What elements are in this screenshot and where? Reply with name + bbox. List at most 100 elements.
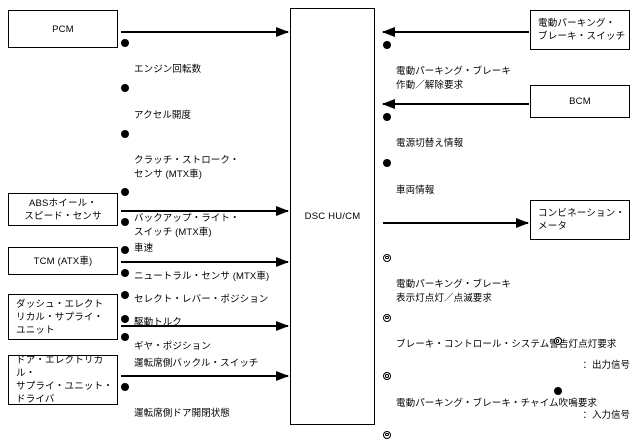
signal-item: 運転席側バックル・スイッチ: [121, 330, 296, 371]
signal-list-abs-inputs: 車速: [121, 215, 289, 256]
source-box-dash-electrical-supply-unit-label: ダッシュ・エレクト リカル・サプライ・ ユニット: [16, 298, 104, 336]
arrowhead-icon: [276, 257, 289, 268]
double-circle-icon: [383, 430, 391, 439]
signal-list-tcm-inputs: セレクト・レバー・ポジション ギヤ・ポジション: [121, 266, 296, 353]
filled-circle-icon: [121, 187, 129, 196]
legend-label: ：入力信号: [582, 410, 630, 421]
signal-label: 運転席側バックル・スイッチ: [134, 358, 259, 369]
legend-row-input-signal: ：入力信号: [553, 385, 630, 435]
arrow-abs-to-dsc: [121, 206, 289, 217]
signal-label: 電動パーキング・ブレーキ・チャイム吹鳴要求: [396, 397, 598, 409]
filled-circle-icon: [121, 315, 129, 323]
signal-label: クラッチ・ストローク・ センサ (MTX車): [134, 155, 240, 180]
signal-item: 電動パーキング・ブレーキ・チャイム吹鳴要求: [383, 370, 635, 411]
double-circle-icon: [383, 253, 391, 262]
source-box-abs-wheel-speed-sensor-label: ABSホイール・ スピード・センサ: [24, 197, 102, 222]
center-unit-dsc-hu-cm: DSC HU/CM: [290, 8, 375, 425]
filled-circle-icon: [383, 159, 391, 167]
signal-label: ブレーキ・コントロール・システム警告灯点灯要求: [396, 339, 617, 350]
signal-item: 電源切替え情報: [383, 110, 543, 151]
source-box-bcm-label: BCM: [569, 96, 591, 107]
arrow-pcm-to-dsc: [121, 27, 289, 38]
source-box-pcm-label: PCM: [52, 23, 74, 35]
legend-label: ：出力信号: [582, 360, 630, 371]
signal-item: エンジン回転数: [121, 36, 289, 77]
filled-circle-icon: [121, 129, 129, 138]
filled-circle-icon: [121, 38, 129, 47]
filled-circle-icon: [121, 332, 129, 341]
signal-item: バックアップ・ライト・ スイッチ (MTX車): [121, 185, 289, 239]
filled-circle-icon: [383, 112, 391, 121]
signal-item: 駆動トルク: [121, 289, 289, 330]
signal-item: クラッチ・ストローク・ センサ (MTX車): [121, 127, 289, 181]
signal-label: バックアップ・ライト・ スイッチ (MTX車): [134, 213, 240, 238]
arrowhead-icon: [276, 27, 289, 38]
target-box-combination-meter-label: コンビネーション・ メータ: [538, 208, 626, 232]
arrow-tcm-to-dsc: [121, 257, 289, 268]
filled-circle-icon: [121, 268, 129, 277]
signal-item: ギヤ・ポジション: [121, 313, 296, 354]
filled-circle-icon: [553, 387, 562, 395]
signal-item: 電動パーキング・ブレーキ 表示灯点灯／点滅要求: [383, 251, 635, 305]
signal-list-door-unit-inputs: 運転席側ドア開閉状態: [121, 380, 296, 421]
signal-label: エンジン回転数: [134, 64, 202, 75]
signal-item: ブレーキ・コントロール・システム警告灯点灯要求: [383, 311, 635, 352]
signal-label: 電動パーキング・ブレーキ 表示灯点灯／点滅要求: [396, 279, 511, 304]
signal-label: ギヤ・ポジション: [134, 340, 211, 352]
signal-label: 駆動トルク: [134, 316, 183, 328]
center-unit-label: DSC HU/CM: [304, 211, 361, 222]
source-box-dash-electrical-supply-unit: ダッシュ・エレクト リカル・サプライ・ ユニット: [8, 294, 118, 340]
source-box-electric-parking-brake-switch: 電動パーキング・ ブレーキ・スイッチ: [530, 10, 630, 50]
double-circle-icon: [383, 372, 391, 380]
arrow-dash-unit-to-dsc: [121, 321, 289, 332]
signal-label: 車両情報: [396, 184, 435, 196]
arrow-bcm-to-dsc: [382, 99, 529, 110]
signal-label: セレクト・レバー・ポジション: [134, 294, 269, 305]
source-box-door-electrical-supply-unit-driver-label: ドア・エレクトリカル・ サプライ・ユニット・ ドライバ: [16, 355, 114, 405]
source-box-tcm: TCM (ATX車): [8, 247, 118, 275]
arrow-epb-switch-to-dsc: [382, 27, 529, 38]
filled-circle-icon: [383, 40, 391, 49]
arrow-dsc-to-combination-meter: [383, 218, 529, 229]
signal-label: アクセル開度: [134, 109, 192, 121]
arrow-door-unit-to-dsc: [121, 371, 289, 382]
signal-item: セレクト・レバー・ポジション: [121, 266, 296, 307]
arrowhead-icon: [276, 206, 289, 217]
signal-item: 車速: [121, 215, 289, 256]
legend: ：出力信号 ：入力信号: [553, 335, 630, 435]
arrowhead-icon: [276, 321, 289, 332]
arrowhead-icon: [516, 218, 529, 229]
source-box-pcm: PCM: [8, 10, 118, 48]
arrowhead-icon: [276, 371, 289, 382]
filled-circle-icon: [121, 382, 129, 391]
signal-label: 電動パーキング・ブレーキ 作動／解除要求: [396, 66, 511, 91]
signal-item: アクセル開度: [121, 82, 289, 123]
signal-list-dash-unit-inputs: 運転席側バックル・スイッチ: [121, 330, 296, 371]
filled-circle-icon: [121, 217, 129, 226]
signal-item: 電動パーキング・ブレーキ・システム関連の メッセージ表示要求: [383, 428, 635, 441]
source-box-tcm-label: TCM (ATX車): [33, 255, 93, 267]
filled-circle-icon: [121, 245, 129, 254]
filled-circle-icon: [121, 291, 129, 299]
source-box-electric-parking-brake-switch-label: 電動パーキング・ ブレーキ・スイッチ: [538, 18, 626, 42]
signal-label: 運転席側ドア開閉状態: [134, 408, 231, 419]
double-circle-icon: [553, 337, 562, 345]
legend-row-output-signal: ：出力信号: [553, 335, 630, 385]
signal-item: 電動パーキング・ブレーキ 作動／解除要求: [383, 38, 543, 92]
signal-item: 車両情報: [383, 157, 543, 198]
signal-list-epb-switch-inputs: 電動パーキング・ブレーキ 作動／解除要求: [383, 38, 543, 92]
signal-label: ニュートラル・センサ (MTX車): [134, 271, 270, 282]
filled-circle-icon: [121, 84, 129, 92]
signal-list-pcm-inputs: エンジン回転数 アクセル開度 クラッチ・ストローク・ センサ (MTX車) バッ…: [121, 36, 289, 329]
arrowhead-icon: [382, 99, 395, 110]
source-box-bcm: BCM: [530, 85, 630, 118]
signal-list-bcm-inputs: 電源切替え情報 車両情報: [383, 110, 543, 197]
signal-label: 車速: [134, 243, 154, 254]
source-box-door-electrical-supply-unit-driver: ドア・エレクトリカル・ サプライ・ユニット・ ドライバ: [8, 355, 118, 405]
signal-item: ニュートラル・センサ (MTX車): [121, 243, 289, 284]
arrowhead-icon: [382, 27, 395, 38]
signal-item: 運転席側ドア開閉状態: [121, 380, 296, 421]
signal-list-outputs-to-combination-meter: 電動パーキング・ブレーキ 表示灯点灯／点滅要求 ブレーキ・コントロール・システム…: [383, 251, 635, 441]
double-circle-icon: [383, 313, 391, 322]
